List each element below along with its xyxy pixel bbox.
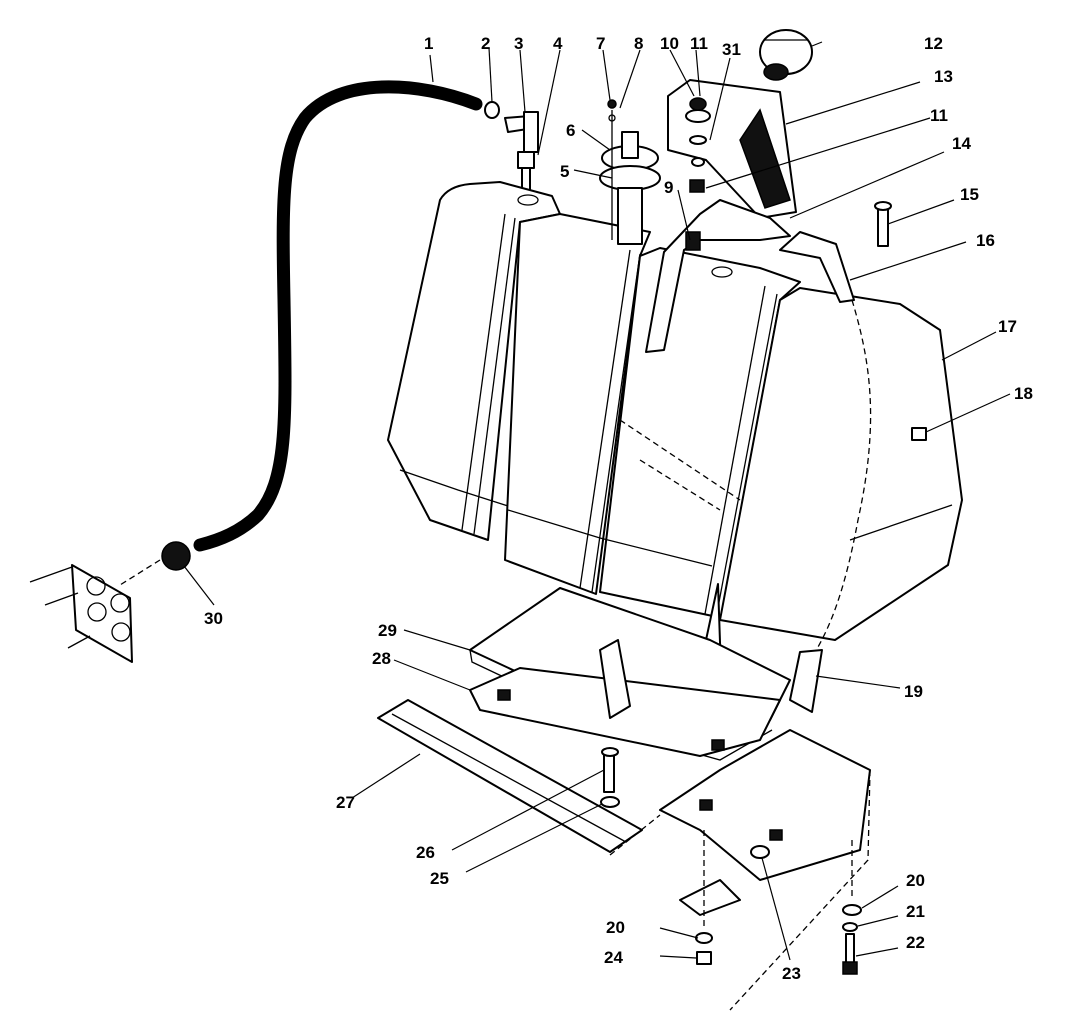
callout-4: 4 bbox=[553, 34, 563, 53]
callout-21: 21 bbox=[906, 902, 925, 921]
support-plate bbox=[469, 667, 781, 757]
callout-18: 18 bbox=[1014, 384, 1033, 403]
callout-19: 19 bbox=[904, 682, 923, 701]
callout-7: 7 bbox=[596, 34, 605, 53]
callout-labels: 1 2 3 4 5 6 7 8 9 10 11 11 12 13 14 15 1… bbox=[204, 34, 1033, 983]
callout-9: 9 bbox=[664, 178, 673, 197]
callout-26: 26 bbox=[416, 843, 435, 862]
callout-29: 29 bbox=[378, 621, 397, 640]
leader-lines bbox=[183, 41, 1011, 961]
mounting-panel bbox=[29, 564, 133, 663]
callout-14: 14 bbox=[952, 134, 971, 153]
callout-22: 22 bbox=[906, 933, 925, 952]
callout-27: 27 bbox=[336, 793, 355, 812]
callout-13: 13 bbox=[934, 67, 953, 86]
callout-30: 30 bbox=[204, 609, 223, 628]
spacer-23 bbox=[750, 845, 770, 859]
callout-17: 17 bbox=[998, 317, 1017, 336]
rail-washer bbox=[600, 796, 620, 808]
callout-10: 10 bbox=[660, 34, 679, 53]
callout-6: 6 bbox=[566, 121, 575, 140]
callout-3: 3 bbox=[514, 34, 523, 53]
callout-2: 2 bbox=[481, 34, 490, 53]
hose-clamp bbox=[484, 101, 500, 119]
cap-screw-22 bbox=[842, 933, 858, 975]
callout-16: 16 bbox=[976, 231, 995, 250]
callout-20-left: 20 bbox=[606, 918, 625, 937]
callout-11-right: 11 bbox=[930, 106, 948, 125]
callout-12: 12 bbox=[924, 34, 943, 53]
callout-1: 1 bbox=[424, 34, 433, 53]
nut-24 bbox=[696, 951, 712, 965]
lock-washer-21 bbox=[842, 922, 858, 932]
fuel-cap bbox=[759, 29, 813, 81]
washer-20-left bbox=[695, 932, 713, 944]
callout-20-right: 20 bbox=[906, 871, 925, 890]
callout-5: 5 bbox=[560, 162, 569, 181]
callout-31: 31 bbox=[722, 40, 741, 59]
callout-24: 24 bbox=[604, 948, 623, 967]
washer-20-right bbox=[842, 904, 862, 916]
frame-bracket bbox=[609, 729, 871, 1011]
filler-neck-bracket bbox=[667, 79, 797, 219]
fuel-hose bbox=[193, 80, 483, 552]
tank-clip bbox=[599, 639, 631, 719]
fuel-sender bbox=[599, 99, 661, 245]
callout-11-top: 11 bbox=[690, 34, 708, 53]
callout-25: 25 bbox=[430, 869, 449, 888]
rail-bolt bbox=[601, 747, 619, 793]
callout-23: 23 bbox=[782, 964, 801, 983]
callout-15: 15 bbox=[960, 185, 979, 204]
strap-nut bbox=[911, 427, 927, 441]
hold-down-strap-rear bbox=[779, 231, 855, 713]
strap-bolt bbox=[874, 201, 892, 247]
callout-8: 8 bbox=[634, 34, 643, 53]
callout-28: 28 bbox=[372, 649, 391, 668]
hose-end-plug bbox=[119, 541, 191, 586]
